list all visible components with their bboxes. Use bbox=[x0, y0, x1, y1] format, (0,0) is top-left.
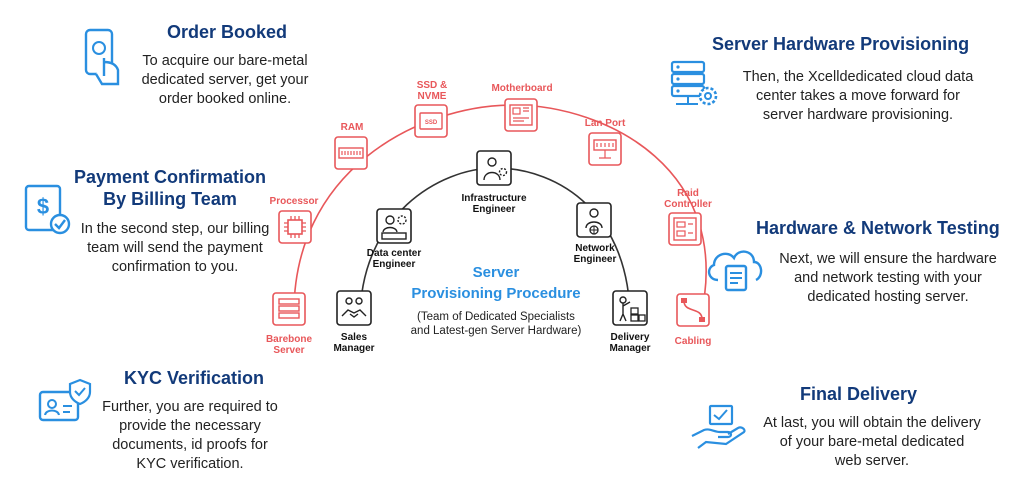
raid-controller-icon bbox=[668, 212, 702, 246]
server-rack-icon bbox=[272, 292, 306, 326]
subtitle-line: (Team of Dedicated Specialists bbox=[417, 311, 575, 323]
title-line: Payment Confirmation bbox=[73, 167, 267, 187]
label-line: Controller bbox=[664, 199, 712, 210]
desc-line: KYC verification. bbox=[136, 456, 244, 472]
desc-line: server hardware provisioning. bbox=[762, 107, 954, 123]
ssd-drive-icon: SSD bbox=[414, 104, 448, 138]
desc-line: documents, id proofs for bbox=[112, 437, 268, 453]
label-line: Network bbox=[575, 243, 615, 254]
hardware-provisioning-title: Server Hardware Provisioning bbox=[712, 34, 970, 54]
motherboard-icon bbox=[504, 98, 538, 132]
datacenter-engineer-icon bbox=[376, 208, 412, 244]
desc-line: At last, you will obtain the delivery bbox=[763, 415, 981, 431]
network-label: Network Engineer bbox=[550, 243, 640, 265]
desc-line: team will send the payment bbox=[87, 240, 263, 256]
ram-label: RAM bbox=[340, 122, 364, 133]
desc-line: web server. bbox=[834, 453, 910, 469]
raid-label: Raid Controller bbox=[648, 188, 728, 210]
title-line: Server bbox=[472, 264, 520, 281]
subtitle-line: and Latest-gen Server Hardware) bbox=[410, 325, 582, 337]
network-engineer-icon bbox=[576, 202, 612, 238]
delivery-label: Delivery Manager bbox=[585, 332, 675, 354]
label-line: NVME bbox=[417, 91, 447, 102]
desc-line: center takes a move forward for bbox=[756, 88, 960, 104]
label-line: Infrastructure bbox=[461, 193, 527, 204]
desc-line: To acquire our bare-metal bbox=[142, 53, 308, 69]
desc-line: dedicated hosting server. bbox=[807, 289, 969, 305]
payment-title: Payment Confirmation By Billing Team bbox=[60, 166, 280, 210]
title-line: Provisioning Procedure bbox=[411, 285, 581, 302]
lan-label: Lan Port bbox=[584, 118, 626, 129]
label-line: SSD & bbox=[416, 80, 448, 91]
title-line: By Billing Team bbox=[103, 189, 237, 209]
label-line: Server bbox=[273, 345, 305, 356]
cloud-document-icon bbox=[704, 240, 766, 292]
label-line: Engineer bbox=[372, 259, 416, 270]
network-testing-desc: Next, we will ensure the hardware and ne… bbox=[768, 250, 1008, 307]
infra-label: Infrastructure Engineer bbox=[449, 193, 539, 215]
desc-line: confirmation to you. bbox=[111, 259, 239, 275]
order-booked-title: Order Booked bbox=[167, 22, 288, 42]
label-line: Data center bbox=[366, 248, 422, 259]
cabling-label: Cabling bbox=[674, 336, 712, 347]
desc-line: order booked online. bbox=[158, 91, 292, 107]
order-booked-desc: To acquire our bare-metal dedicated serv… bbox=[130, 52, 320, 109]
hand-package-icon bbox=[690, 402, 748, 452]
processor-label: Processor bbox=[269, 196, 319, 207]
label-line: Engineer bbox=[573, 254, 617, 265]
barebone-label: Barebone Server bbox=[249, 334, 329, 356]
desc-line: Next, we will ensure the hardware bbox=[779, 251, 997, 267]
handshake-icon bbox=[336, 290, 372, 326]
desc-line: and network testing with your bbox=[794, 270, 982, 286]
desc-line: of your bare-metal dedicated bbox=[779, 434, 965, 450]
motherboard-label: Motherboard bbox=[491, 83, 553, 94]
label-line: Delivery bbox=[610, 332, 650, 343]
center-title: Server Provisioning Procedure bbox=[390, 262, 602, 304]
cable-icon bbox=[676, 293, 710, 327]
infrastructure-engineer-icon bbox=[476, 150, 512, 186]
final-delivery-title: Final Delivery bbox=[800, 384, 918, 404]
server-gear-icon bbox=[668, 58, 720, 110]
label-line: Manager bbox=[609, 343, 651, 354]
id-card-shield-icon bbox=[38, 378, 94, 424]
ssd-label: SSD & NVME bbox=[392, 80, 472, 102]
label-line: Manager bbox=[333, 343, 375, 354]
payment-desc: In the second step, our billing team wil… bbox=[70, 220, 280, 277]
desc-line: provide the necessary bbox=[119, 418, 261, 434]
datacenter-label: Data center Engineer bbox=[349, 248, 439, 270]
lan-port-icon bbox=[588, 132, 622, 166]
final-delivery-desc: At last, you will obtain the delivery of… bbox=[752, 414, 992, 471]
desc-line: Further, you are required to bbox=[102, 399, 278, 415]
desc-line: dedicated server, get your bbox=[141, 72, 309, 88]
delivery-manager-icon bbox=[612, 290, 648, 326]
network-testing-title: Hardware & Network Testing bbox=[756, 218, 1000, 238]
label-line: Raid bbox=[677, 188, 699, 199]
svg-text:$: $ bbox=[37, 194, 49, 219]
desc-line: Then, the Xcelldedicated cloud data bbox=[742, 69, 974, 85]
kyc-desc: Further, you are required to provide the… bbox=[90, 398, 290, 474]
sales-label: Sales Manager bbox=[309, 332, 399, 354]
kyc-title: KYC Verification bbox=[124, 368, 265, 388]
label-line: Barebone bbox=[265, 334, 313, 345]
cpu-chip-icon bbox=[278, 210, 312, 244]
payment-invoice-icon: $ bbox=[22, 184, 72, 238]
ram-module-icon bbox=[334, 136, 368, 170]
label-line: Sales bbox=[340, 332, 368, 343]
label-line: Engineer bbox=[472, 204, 516, 215]
svg-text:SSD: SSD bbox=[425, 120, 438, 126]
mobile-tap-icon bbox=[80, 28, 126, 86]
center-subtitle: (Team of Dedicated Specialists and Lates… bbox=[392, 310, 600, 338]
hardware-provisioning-desc: Then, the Xcelldedicated cloud data cent… bbox=[728, 68, 988, 125]
desc-line: In the second step, our billing bbox=[80, 221, 270, 237]
